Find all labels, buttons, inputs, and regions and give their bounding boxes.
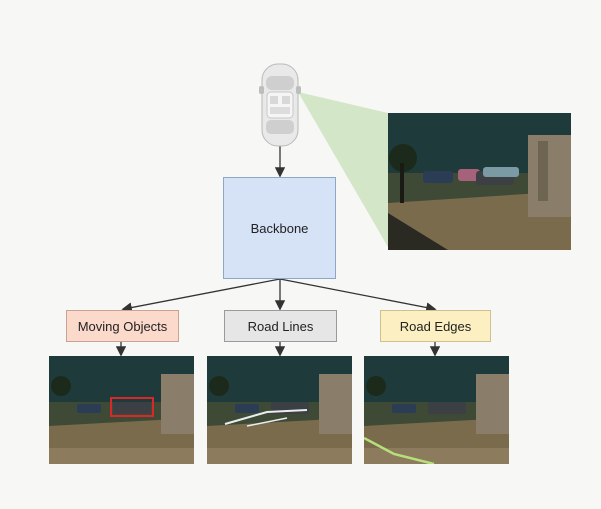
road-edges-label: Road Edges	[399, 318, 472, 334]
road-lines-output-image	[207, 356, 352, 464]
camera-frame-image	[388, 113, 571, 250]
road-lines-head: Road Lines	[224, 310, 337, 342]
road-lines-label: Road Lines	[247, 318, 314, 334]
backbone-to-edges-arrow	[279, 278, 437, 313]
moving-objects-output-image	[49, 356, 194, 464]
camera-field-of-view	[298, 92, 388, 247]
backbone-label: Backbone	[250, 220, 309, 236]
moving-objects-head: Moving Objects	[66, 310, 179, 342]
backbone-to-moving-arrow	[121, 278, 281, 313]
car-icon	[259, 63, 301, 147]
moving-objects-label: Moving Objects	[77, 318, 168, 334]
road-edges-head: Road Edges	[380, 310, 491, 342]
backbone-box: Backbone	[223, 177, 336, 279]
road-edges-output-image	[364, 356, 509, 464]
